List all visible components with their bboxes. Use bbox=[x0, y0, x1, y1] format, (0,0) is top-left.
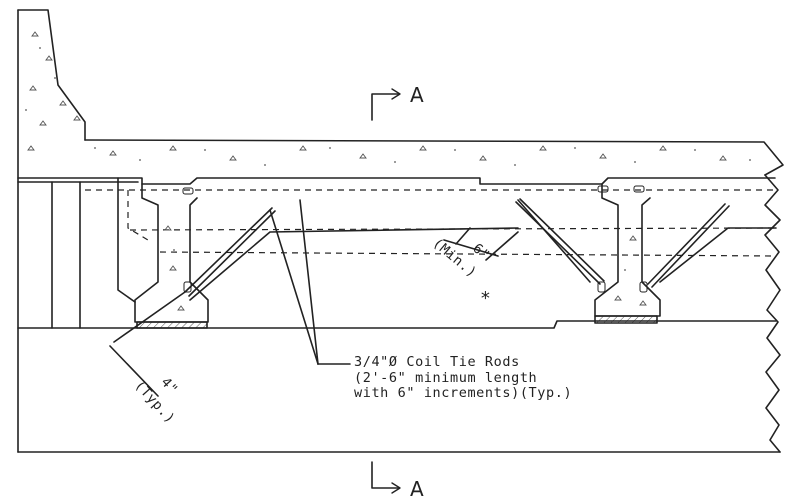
tie-rod-right-a-2 bbox=[519, 198, 605, 282]
tie-rod-right-b-2 bbox=[651, 205, 730, 288]
section-label-top: A bbox=[410, 83, 424, 107]
tie-rod-right-a bbox=[515, 201, 601, 285]
left-girder bbox=[134, 183, 209, 323]
note-line-3: with 6" increments)(Typ.) bbox=[354, 385, 573, 401]
dim-left-line bbox=[109, 345, 159, 397]
right-bearing-pad bbox=[594, 315, 658, 324]
leader-1 bbox=[269, 209, 319, 365]
section-label-bottom: A bbox=[410, 477, 424, 501]
section-arrow-bottom bbox=[371, 461, 399, 489]
dim-right-line bbox=[443, 239, 499, 257]
dashed-mid bbox=[129, 227, 776, 231]
coil-tie-rod-note: 3/4"Ø Coil Tie Rods (2'-6" minimum lengt… bbox=[354, 354, 573, 401]
break-line bbox=[764, 174, 781, 453]
rod-hardware bbox=[182, 185, 648, 293]
tie-rod-left-2 bbox=[188, 210, 276, 297]
dim-left-ext bbox=[113, 291, 186, 343]
tie-rod-left bbox=[184, 207, 273, 293]
abutment-seat bbox=[17, 320, 777, 329]
leader-2 bbox=[299, 199, 319, 365]
right-girder bbox=[594, 183, 661, 317]
dim-right-ext-1 bbox=[455, 227, 471, 245]
concrete-dots bbox=[25, 47, 751, 271]
formwork-right bbox=[517, 199, 591, 283]
section-arrow-top bbox=[371, 93, 399, 121]
dashed-diaphragm bbox=[127, 190, 149, 241]
asterisk-mark: * bbox=[480, 288, 491, 309]
concrete-stipple bbox=[27, 31, 727, 311]
note-line-2: (2'-6" minimum length bbox=[354, 369, 538, 386]
slab-soffit bbox=[17, 177, 776, 185]
deck-slab-top bbox=[84, 139, 784, 176]
dim-right-ext-2 bbox=[485, 231, 519, 261]
formwork-left bbox=[189, 227, 519, 301]
barrier-outline bbox=[17, 9, 86, 141]
note-line-1: 3/4"Ø Coil Tie Rods bbox=[354, 354, 520, 370]
dashed-low bbox=[159, 251, 776, 257]
left-bearing-pad bbox=[136, 321, 208, 329]
end-diaphragm bbox=[117, 177, 136, 303]
tie-rod-right-b bbox=[647, 203, 726, 285]
